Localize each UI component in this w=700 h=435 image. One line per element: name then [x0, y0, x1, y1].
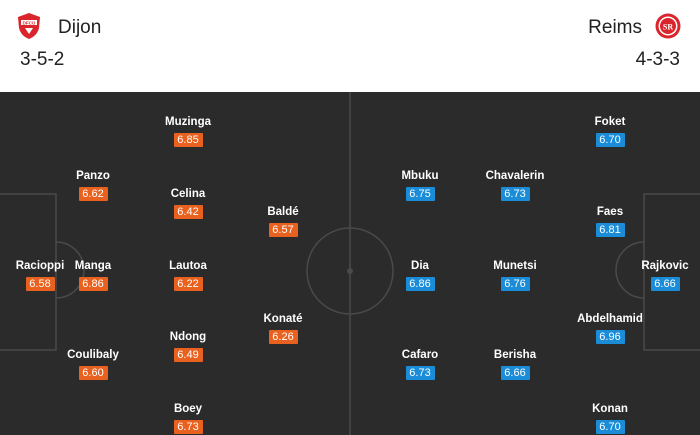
- player-name: Mbuku: [401, 170, 439, 182]
- player-rating: 6.75: [405, 187, 435, 201]
- player-name: Konaté: [263, 313, 303, 325]
- away-team-name: Reims: [588, 17, 642, 38]
- home-player-panzo[interactable]: Panzo 6.62: [53, 169, 133, 202]
- player-name: Baldé: [267, 206, 299, 218]
- player-name: Boey: [173, 403, 203, 415]
- away-player-rajkovic[interactable]: Rajkovic 6.66: [625, 259, 700, 292]
- player-rating: 6.85: [173, 133, 203, 147]
- player-rating: 6.60: [78, 366, 108, 380]
- player-rating: 6.66: [500, 366, 530, 380]
- player-name: Munetsi: [493, 260, 537, 272]
- player-name: Lautoa: [169, 260, 207, 272]
- home-team-name: Dijon: [58, 17, 102, 38]
- player-name: Celina: [170, 188, 206, 200]
- player-rating: 6.73: [173, 420, 203, 434]
- player-name: Cafaro: [401, 349, 439, 361]
- player-rating: 6.70: [595, 133, 625, 147]
- away-player-berisha[interactable]: Berisha 6.66: [475, 348, 555, 381]
- player-rating: 6.62: [78, 187, 108, 201]
- home-player-manga[interactable]: Manga 6.86: [53, 259, 133, 292]
- player-name: Racioppi: [15, 260, 65, 272]
- player-rating: 6.22: [173, 277, 203, 291]
- home-formation: 3-5-2: [20, 49, 65, 70]
- home-player-balde[interactable]: Baldé 6.57: [243, 205, 323, 238]
- player-name: Faes: [596, 206, 624, 218]
- home-player-konate[interactable]: Konaté 6.26: [243, 312, 323, 345]
- pitch-markings: [0, 92, 700, 435]
- home-player-racioppi[interactable]: Racioppi 6.58: [0, 259, 80, 292]
- player-rating: 6.58: [25, 277, 55, 291]
- player-name: Rajkovic: [641, 260, 689, 272]
- player-rating: 6.66: [650, 277, 680, 291]
- home-player-lautoa[interactable]: Lautoa 6.22: [148, 259, 228, 292]
- player-rating: 6.86: [78, 277, 108, 291]
- player-name: Chavalerin: [485, 170, 545, 182]
- player-name: Foket: [594, 116, 626, 128]
- player-rating: 6.49: [173, 348, 203, 362]
- player-rating: 6.70: [595, 420, 625, 434]
- reims-crest-icon: SR: [655, 13, 681, 39]
- away-player-konan[interactable]: Konan 6.70: [570, 402, 650, 435]
- player-name: Panzo: [76, 170, 110, 182]
- away-player-cafaro[interactable]: Cafaro 6.73: [380, 348, 460, 381]
- svg-text:SR: SR: [663, 23, 673, 32]
- player-name: Manga: [74, 260, 112, 272]
- player-name: Coulibaly: [67, 349, 119, 361]
- away-player-chavalerin[interactable]: Chavalerin 6.73: [475, 169, 555, 202]
- home-player-muzinga[interactable]: Muzinga 6.85: [148, 115, 228, 148]
- away-formation: 4-3-3: [635, 49, 680, 70]
- dijon-crest-icon: DFCO: [18, 13, 40, 39]
- away-player-dia[interactable]: Dia 6.86: [380, 259, 460, 292]
- away-player-foket[interactable]: Foket 6.70: [570, 115, 650, 148]
- away-player-munetsi[interactable]: Munetsi 6.76: [475, 259, 555, 292]
- player-rating: 6.42: [173, 205, 203, 219]
- home-player-celina[interactable]: Celina 6.42: [148, 187, 228, 220]
- pitch: Racioppi 6.58 Panzo 6.62 Manga 6.86 Coul…: [0, 92, 700, 435]
- away-player-mbuku[interactable]: Mbuku 6.75: [380, 169, 460, 202]
- match-header: DFCO Dijon 3-5-2 Reims SR 4-3-3: [0, 0, 700, 92]
- player-rating: 6.86: [405, 277, 435, 291]
- player-rating: 6.73: [500, 187, 530, 201]
- away-player-abdelhamid[interactable]: Abdelhamid 6.96: [570, 312, 650, 345]
- player-name: Konan: [592, 403, 628, 415]
- player-rating: 6.81: [595, 223, 625, 237]
- player-rating: 6.73: [405, 366, 435, 380]
- player-rating: 6.57: [268, 223, 298, 237]
- player-name: Abdelhamid: [577, 313, 643, 325]
- player-name: Ndong: [169, 331, 207, 343]
- player-rating: 6.76: [500, 277, 530, 291]
- player-rating: 6.26: [268, 330, 298, 344]
- home-player-ndong[interactable]: Ndong 6.49: [148, 330, 228, 363]
- home-player-coulibaly[interactable]: Coulibaly 6.60: [53, 348, 133, 381]
- away-player-faes[interactable]: Faes 6.81: [570, 205, 650, 238]
- home-player-boey[interactable]: Boey 6.73: [148, 402, 228, 435]
- player-name: Dia: [411, 260, 429, 272]
- svg-text:DFCO: DFCO: [23, 20, 36, 25]
- player-rating: 6.96: [595, 330, 625, 344]
- player-name: Berisha: [493, 349, 537, 361]
- player-name: Muzinga: [165, 116, 211, 128]
